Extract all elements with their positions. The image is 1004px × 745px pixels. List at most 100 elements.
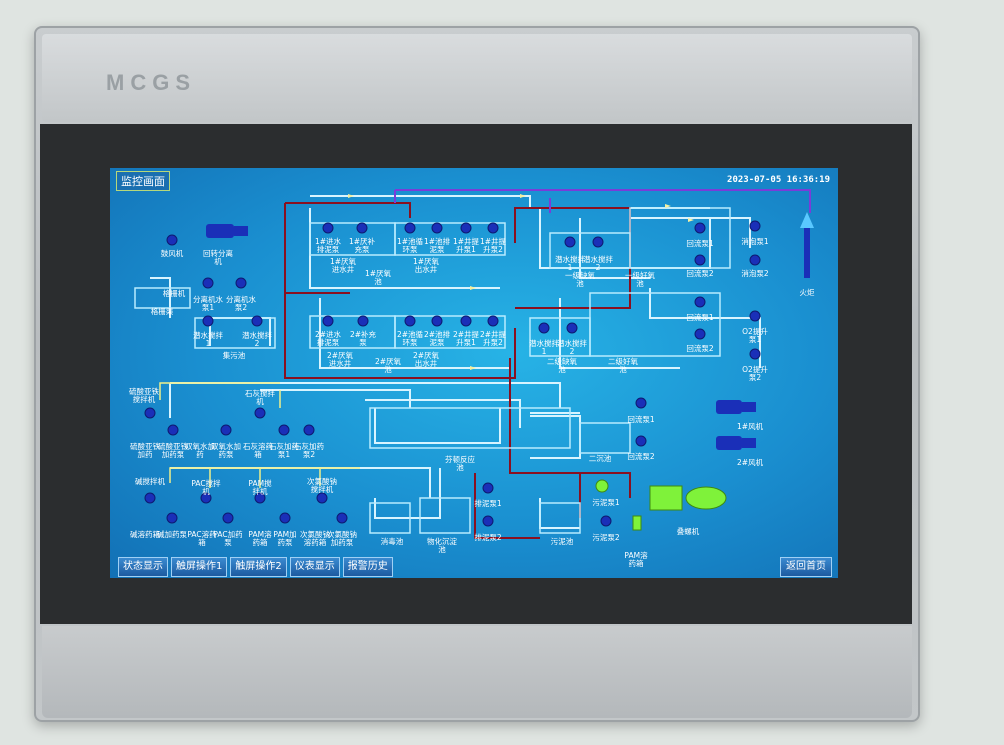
tanks (134, 207, 731, 534)
equipment-label: 双氧水加药 (185, 442, 215, 459)
equipment-label: 石灰溶药箱 (243, 442, 273, 459)
equipment-label: 潜水搅拌1 (193, 331, 223, 348)
nav-button-touch-1[interactable]: 触屏操作1 (171, 557, 228, 577)
nav-button-alarm-history[interactable]: 报警历史 (342, 557, 393, 577)
equipment-label: 鼓风机 (160, 249, 184, 258)
bezel-top-panel (42, 34, 912, 122)
torch-icon (800, 212, 814, 278)
equipment-label: PAM溶药箱 (248, 530, 272, 547)
equipment-label: 污泥池 (550, 537, 574, 546)
process-diagram (134, 189, 814, 539)
equipment-label: PAC搅拌机 (191, 479, 221, 496)
equipment-label: 潜水搅拌1 (529, 339, 559, 356)
equipment-label: PAM搅拌机 (248, 479, 272, 496)
equipment-label: 回流泵2 (627, 452, 655, 461)
equipment-label: 二沉池 (588, 454, 612, 463)
brand-logo: MCGS (106, 70, 196, 95)
equipment-label: O2提升泵2 (742, 365, 768, 382)
equipment-label: 石灰加药泵2 (294, 442, 324, 459)
equipment-label: 潜水搅拌2 (242, 331, 272, 348)
equipment-label: 一级好氧池 (625, 271, 655, 288)
home-button[interactable]: 返回首页 (780, 557, 832, 577)
equipment-label: 1#进水排泥泵 (314, 237, 342, 254)
equipment-label: 回转分离机 (203, 249, 233, 266)
equipment-label: 1#风机 (736, 422, 764, 431)
equipment-label: 2#风机 (736, 458, 764, 467)
equipment-label: 二级缺氧池 (547, 357, 577, 374)
equipment-label: 2#池排泥泵 (423, 330, 451, 347)
equipment-label: 1#厌补充泵 (348, 237, 376, 254)
equipment-label: 格栅渠 (150, 307, 174, 316)
nav-bar: 状态显示 触屏操作1 触屏操作2 仪表显示 报警历史 (118, 557, 393, 577)
equipment-label: 2#厌氧进水井 (326, 351, 354, 368)
equipment-label: 叠螺机 (676, 527, 700, 536)
equipment-label: 2#进水排泥泵 (314, 330, 342, 347)
equipment-label: 排泥泵2 (474, 533, 502, 542)
equipment-label: 污泥泵1 (592, 498, 620, 507)
equipment-label: 芬顿反应池 (445, 455, 475, 472)
equipment-label: 硫酸亚铁加药 (130, 442, 160, 459)
gas-pipes (394, 189, 811, 213)
equipment-label: PAM溶药箱 (624, 551, 648, 568)
equipment-label: 2#补充泵 (349, 330, 377, 347)
equipment-label: 火炬 (799, 288, 815, 297)
equipment-label: 消泡泵2 (741, 269, 769, 278)
nav-button-instrument[interactable]: 仪表显示 (289, 557, 340, 577)
equipment-label: 消泡泵1 (741, 237, 769, 246)
equipment-label: 1#池循环泵 (396, 237, 424, 254)
equipment-label: 石灰加药泵1 (269, 442, 299, 459)
equipment-label: 2#厌氧出水井 (412, 351, 440, 368)
nav-button-status[interactable]: 状态显示 (118, 557, 168, 577)
bezel-bottom-panel (42, 626, 912, 718)
equipment-label: 次氯酸钠搅拌机 (307, 477, 337, 494)
equipment-label: 二级好氧池 (608, 357, 638, 374)
equipment-label: 2#井提升泵2 (479, 330, 507, 347)
equipment-label: 潜水搅拌2 (557, 339, 587, 356)
equipment-label: 硫酸亚铁搅拌机 (129, 387, 159, 404)
equipment-label: 分离机水泵2 (226, 295, 256, 312)
hmi-screen: 监控画面 2023-07-05 16:36:19 鼓风机回转分离机格栅渠格栅机分… (110, 168, 838, 578)
equipment-label: 碱搅拌机 (135, 477, 165, 486)
equipment-label: 回流泵1 (686, 313, 714, 322)
blowers (206, 224, 756, 450)
flow-arrows (348, 194, 694, 370)
equipment-label: PAC溶药箱 (187, 530, 217, 547)
nav-button-touch-2[interactable]: 触屏操作2 (230, 557, 287, 577)
datetime-readout: 2023-07-05 16:36:19 (727, 175, 830, 185)
equipment-label: 1#井提升泵2 (479, 237, 507, 254)
equipment-label: 格栅机 (162, 289, 186, 298)
equipment-label: 物化沉淀池 (427, 537, 457, 554)
equipment-label: 1#厌氧出水井 (412, 257, 440, 274)
equipment-label: 回流泵2 (686, 269, 714, 278)
equipment-label: 消毒池 (380, 537, 404, 546)
equipment-label: PAC加药泵 (213, 530, 243, 547)
green-devices (595, 479, 727, 531)
equipment-label: 硫酸亚铁加药泵 (158, 442, 188, 459)
equipment-label: 石灰搅拌机 (245, 389, 275, 406)
equipment-label: 碱溶药箱 (130, 530, 160, 539)
dosing-pipes (159, 382, 360, 488)
equipment-label: 回流泵1 (686, 239, 714, 248)
equipment-label: 碱加药泵 (157, 530, 187, 539)
equipment-label: 潜水搅拌1 (555, 255, 585, 272)
screen-title: 监控画面 (116, 171, 170, 191)
equipment-label: 1#井提升泵1 (452, 237, 480, 254)
equipment-label: 一级缺氧池 (565, 271, 595, 288)
equipment-label: 潜水搅拌2 (583, 255, 613, 272)
equipment-label: 排泥泵1 (474, 499, 502, 508)
equipment-label: 双氧水加药泵 (211, 442, 241, 459)
equipment-label: 分离机水泵1 (193, 295, 223, 312)
equipment-label: 1#厌氧池 (364, 269, 392, 286)
equipment-label: 污泥泵2 (592, 533, 620, 542)
equipment-label: PAM加药泵 (273, 530, 297, 547)
equipment-label: 回流泵1 (627, 415, 655, 424)
equipment-label: 次氯酸钠加药泵 (327, 530, 357, 547)
equipment-label: 2#厌氧池 (374, 357, 402, 374)
equipment-label: 1#厌氧进水井 (329, 257, 357, 274)
equipment-label: 回流泵2 (686, 344, 714, 353)
equipment-label: 次氯酸钠溶药箱 (300, 530, 330, 547)
equipment-label: 2#井提升泵1 (452, 330, 480, 347)
pumps (144, 220, 761, 527)
equipment-label: 集污池 (222, 351, 246, 360)
equipment-label: 2#池循环泵 (396, 330, 424, 347)
